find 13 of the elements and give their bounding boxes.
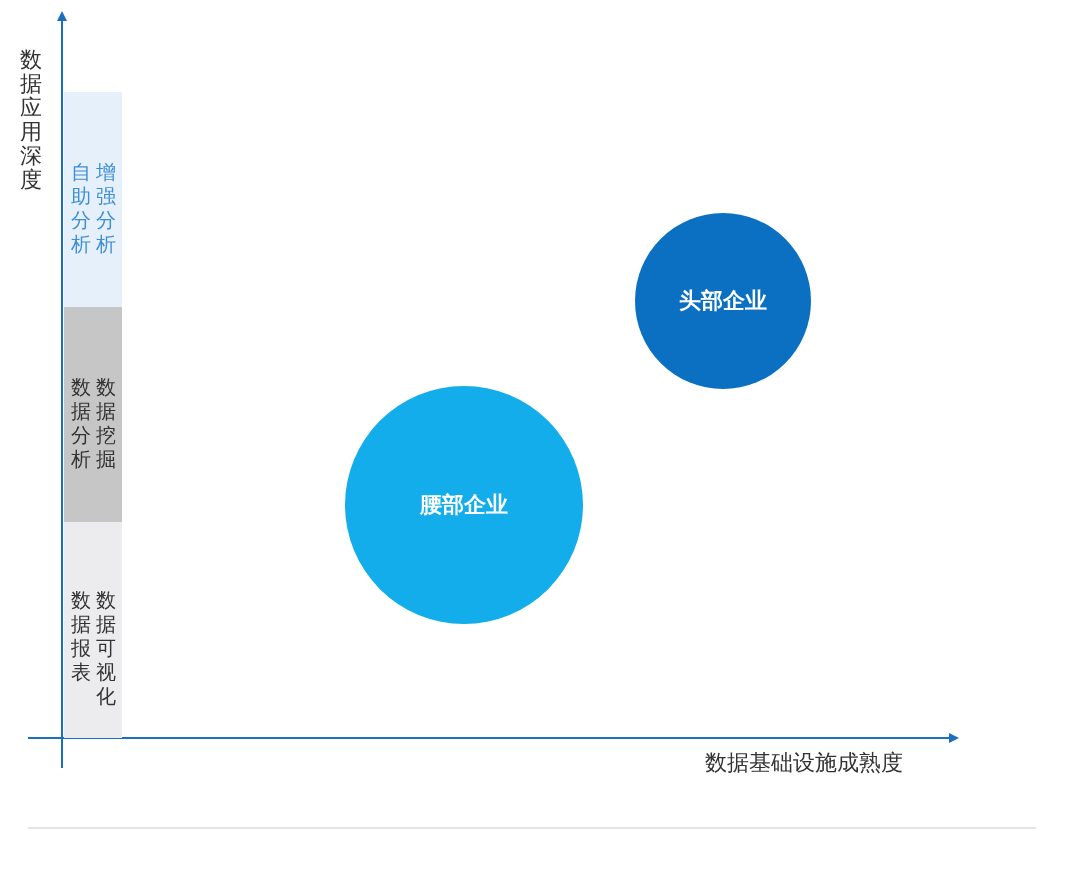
band-label: 数据可视化	[95, 588, 116, 708]
band-label: 数据分析	[70, 375, 91, 471]
axis-label: 数据基础设施成熟度	[705, 750, 903, 776]
band-label: 数据挖掘	[95, 375, 116, 471]
axis-label: 数据应用深度	[20, 48, 43, 192]
bubble: 腰部企业	[345, 386, 583, 624]
level-band	[64, 522, 122, 738]
level-band	[64, 92, 122, 307]
bubble: 头部企业	[635, 213, 811, 389]
band-label: 数据报表	[70, 588, 91, 684]
band-label: 增强分析	[95, 160, 116, 256]
level-band	[64, 307, 122, 522]
band-label: 自助分析	[70, 160, 91, 256]
